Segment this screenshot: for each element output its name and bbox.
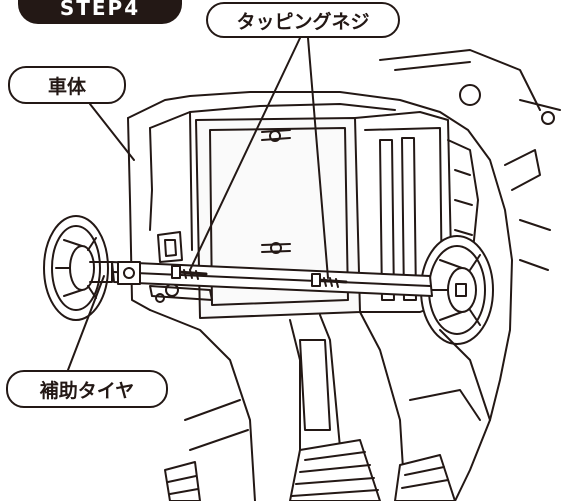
- bottom-tires: [164, 439, 456, 501]
- lower-frame: [149, 309, 491, 501]
- tapping-screw-left: [171, 265, 208, 280]
- aux-wheel-bar: [111, 261, 433, 301]
- tapping-screws: [171, 265, 348, 288]
- aux-wheel-callout: 補助タイヤ: [6, 370, 168, 408]
- body-callout: 車体: [8, 66, 126, 104]
- tapping-screw-callout: タッピングネジ: [206, 2, 400, 38]
- leader-body: [89, 103, 135, 161]
- aux-wheel: [43, 215, 113, 321]
- leader-screw-right: [307, 37, 329, 279]
- leader-screw-left: [189, 37, 301, 271]
- leader-aux-wheel: [67, 275, 105, 371]
- right-wheel: [420, 235, 494, 345]
- step-badge: STEP4: [18, 0, 182, 24]
- leader-lines: [67, 37, 329, 371]
- tapping-screw-right: [311, 273, 348, 288]
